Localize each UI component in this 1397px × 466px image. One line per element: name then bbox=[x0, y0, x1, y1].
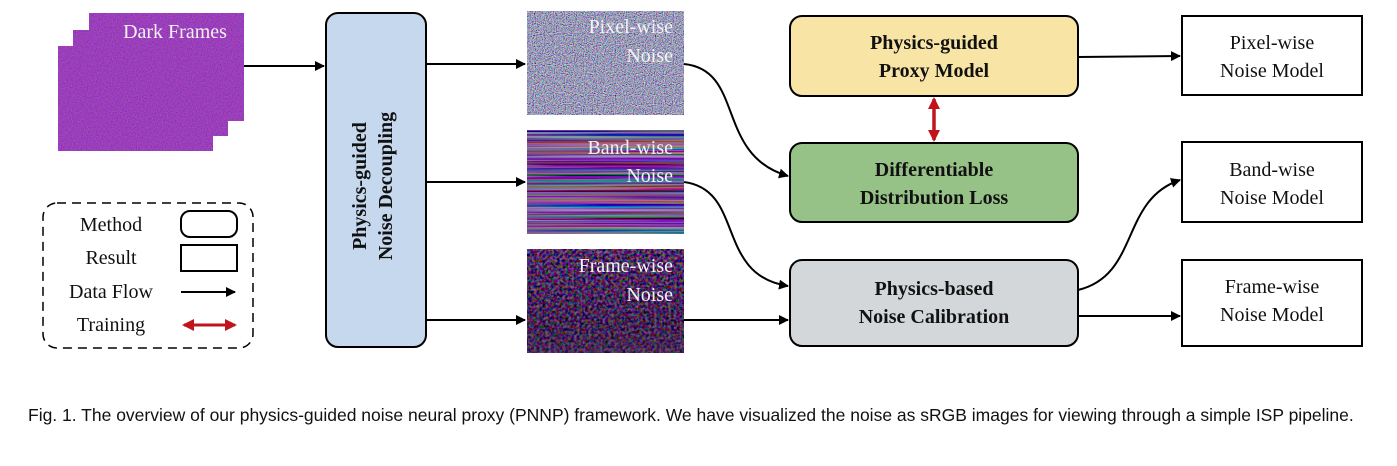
arrow-proxy-to-pixel-model bbox=[1077, 51, 1181, 62]
proxy-model-box bbox=[789, 15, 1079, 97]
pixel-noise-image: Pixel-wise Noise bbox=[527, 11, 684, 115]
frame-noise-label-line2: Noise bbox=[626, 284, 673, 306]
noise-calibration-box bbox=[789, 259, 1079, 347]
frame-noise-model-line2: Noise Model bbox=[1220, 304, 1324, 326]
arrow-band-to-calibration bbox=[683, 181, 789, 290]
band-noise-image: Band-wise Noise bbox=[527, 130, 684, 234]
pixel-noise-model-line1: Pixel-wise bbox=[1230, 32, 1315, 54]
noise-decoupling-block bbox=[325, 12, 427, 348]
legend-method-label: Method bbox=[80, 214, 142, 236]
dark-frames-label: Dark Frames bbox=[123, 21, 227, 43]
legend-frame bbox=[42, 202, 254, 349]
pixel-noise-model-box bbox=[1181, 15, 1363, 96]
band-noise-model-line2: Noise Model bbox=[1220, 187, 1324, 209]
noise-calibration-label-line1: Physics-based bbox=[875, 278, 994, 300]
pixel-noise-label-line2: Noise bbox=[626, 45, 673, 67]
frame-noise-model-line1: Frame-wise bbox=[1225, 276, 1320, 298]
distribution-loss-box bbox=[789, 142, 1079, 223]
frame-noise-image: Frame-wise Noise bbox=[527, 249, 684, 353]
band-noise-model-box bbox=[1181, 141, 1363, 223]
legend: Method Result Data Flow Training bbox=[42, 202, 254, 349]
decoupling-label-line1: Physics-guided bbox=[349, 122, 371, 250]
legend-result-swatch bbox=[180, 244, 238, 272]
legend-data-flow-label: Data Flow bbox=[69, 281, 153, 303]
pixel-noise-model-line2: Noise Model bbox=[1220, 60, 1324, 82]
dark-frame-front bbox=[89, 13, 244, 121]
dark-frames-stack: Dark Frames bbox=[58, 13, 244, 151]
pixel-noise-label-line1: Pixel-wise bbox=[589, 16, 674, 38]
band-noise-label-line2: Noise bbox=[626, 165, 673, 187]
band-noise-model-line1: Band-wise bbox=[1229, 159, 1315, 181]
arrow-pixel-to-loss bbox=[683, 63, 789, 179]
legend-method-swatch bbox=[180, 210, 238, 238]
noise-calibration-label-line2: Noise Calibration bbox=[859, 306, 1010, 328]
decoupling-label-line2: Noise Decoupling bbox=[375, 112, 397, 260]
band-noise-label-line1: Band-wise bbox=[587, 137, 673, 159]
figure-caption: Fig. 1. The overview of our physics-guid… bbox=[28, 405, 1354, 425]
legend-result-label: Result bbox=[85, 247, 137, 269]
arrow-calibration-to-band-model bbox=[1077, 178, 1181, 291]
frame-noise-label-line1: Frame-wise bbox=[579, 255, 674, 277]
framework-diagram: Dark Frames Physics-guided Noise Decoupl… bbox=[42, 11, 1363, 353]
legend-training-label: Training bbox=[77, 314, 145, 336]
proxy-model-label-line1: Physics-guided bbox=[870, 32, 998, 54]
data-flow-arrows bbox=[244, 51, 1181, 325]
distribution-loss-label-line2: Distribution Loss bbox=[860, 187, 1009, 209]
frame-noise-model-box bbox=[1181, 259, 1363, 347]
distribution-loss-label-line1: Differentiable bbox=[875, 159, 994, 181]
proxy-model-label-line2: Proxy Model bbox=[879, 60, 990, 82]
